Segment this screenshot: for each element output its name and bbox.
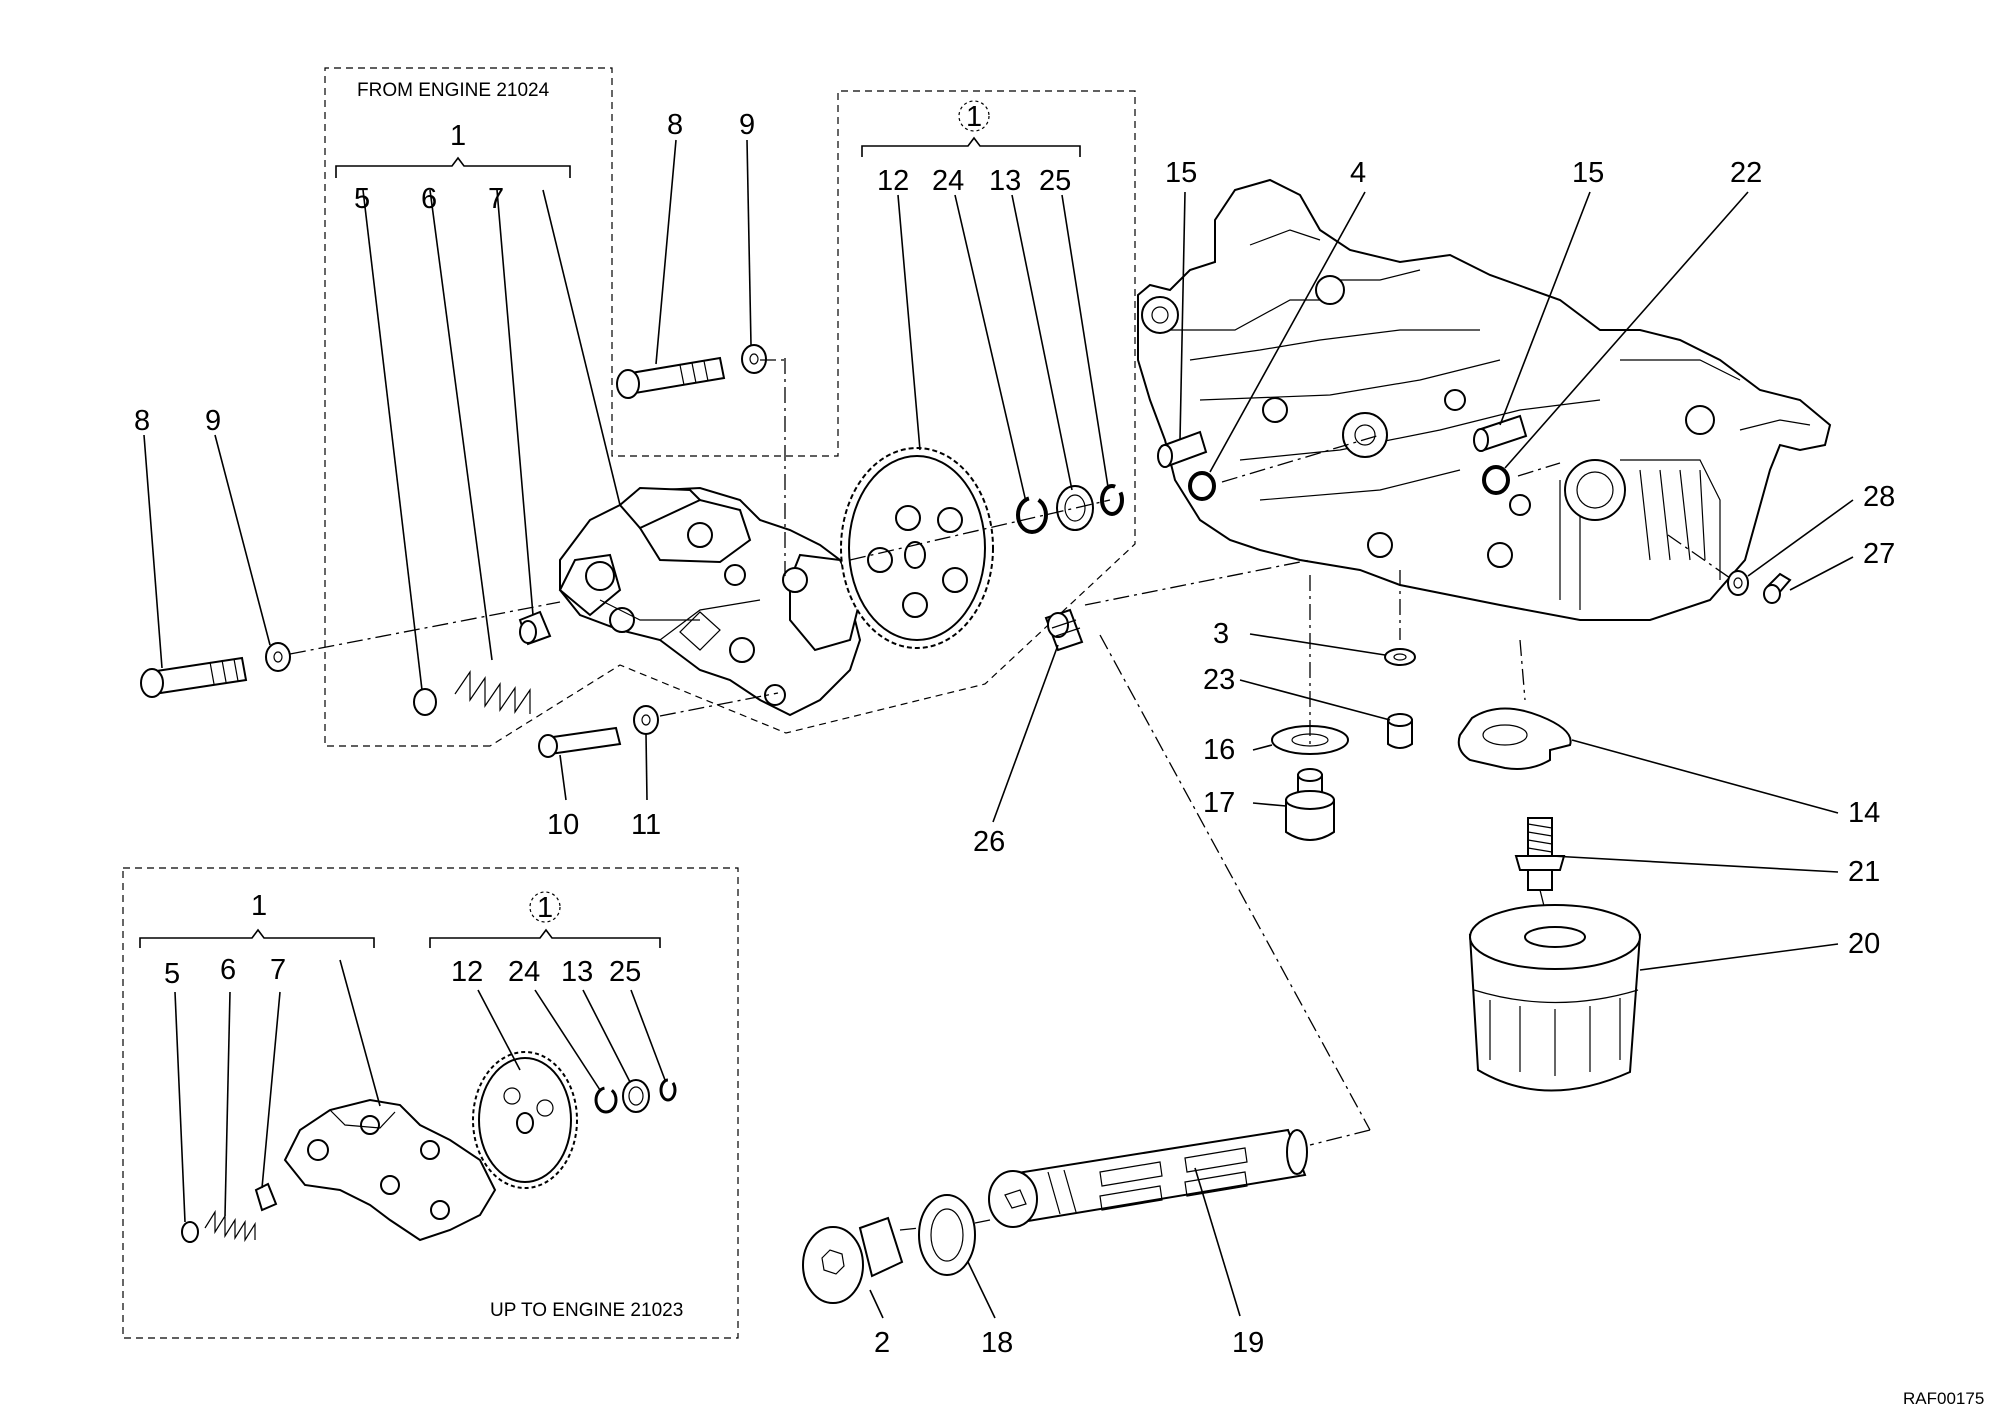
callout-12: 12 (451, 956, 483, 988)
washer-3 (1384, 648, 1416, 666)
plug-17 (1285, 768, 1335, 841)
baffle-14 (1457, 707, 1572, 770)
callout-16: 16 (1203, 734, 1235, 766)
oil-filter-20 (1468, 904, 1642, 1092)
callout-14: 14 (1848, 797, 1880, 829)
screw-23 (1387, 713, 1413, 749)
pump-gear-12 (840, 447, 994, 649)
drain-plug-2 (802, 1216, 904, 1304)
up-to-engine-group-box (122, 867, 739, 1339)
callout-9: 9 (739, 109, 755, 141)
callout-19: 19 (1232, 1327, 1264, 1359)
oring-22 (1482, 465, 1510, 495)
callout-24: 24 (932, 165, 964, 197)
circlip-25-lower (659, 1078, 677, 1102)
washer-28 (1727, 570, 1749, 596)
callout-5: 5 (164, 958, 180, 990)
drawing-reference-code: RAF00175 (1903, 1389, 1984, 1408)
callout-13: 13 (989, 165, 1021, 197)
spring-assembly-upper (413, 610, 552, 716)
plug-27 (1763, 572, 1792, 604)
washer-11 (633, 705, 659, 735)
washer-9-upper (741, 344, 767, 374)
bolt-8-upper (616, 356, 726, 399)
callout-27: 27 (1863, 538, 1895, 570)
callout-21: 21 (1848, 856, 1880, 888)
callout-15: 15 (1165, 157, 1197, 189)
crankcase-housing (1137, 178, 1832, 621)
callout-15: 15 (1572, 157, 1604, 189)
from-engine-caption: FROM ENGINE 21024 (357, 80, 550, 101)
spring-assembly-lower (181, 1182, 278, 1243)
oring-4 (1188, 471, 1216, 501)
callout-13: 13 (561, 956, 593, 988)
callout-18: 18 (981, 1327, 1013, 1359)
callout-11: 11 (631, 809, 661, 841)
callout-6: 6 (421, 183, 437, 215)
washer-16 (1271, 725, 1349, 755)
callout-3: 3 (1213, 618, 1229, 650)
up-to-engine-caption: UP TO ENGINE 21023 (490, 1300, 683, 1321)
bushing-15-right (1473, 414, 1528, 452)
leader-lines (143, 139, 1854, 1319)
assembly-axes (289, 358, 1731, 1231)
callout-25: 25 (1039, 165, 1071, 197)
callout-8: 8 (134, 405, 150, 437)
callout-23: 23 (1203, 664, 1235, 696)
circlip-24 (1016, 496, 1048, 534)
callout-4: 4 (1350, 157, 1366, 189)
kit-number-main: 1 (450, 120, 466, 152)
kit-number-gear-circled: 1 (966, 101, 982, 133)
callout-22: 22 (1730, 157, 1762, 189)
kit-bracket-main-lower: 1 (139, 890, 375, 948)
callout-17: 17 (1203, 787, 1235, 819)
kit-bracket-gear: 1 (861, 100, 1081, 157)
from-engine-group-box (324, 67, 1136, 747)
washer-9-left (265, 642, 291, 672)
kit-bracket-main: 1 (335, 120, 571, 178)
callout-24: 24 (508, 956, 540, 988)
callout-7: 7 (270, 954, 286, 986)
callout-25: 25 (609, 956, 641, 988)
sealing-washer-18 (918, 1194, 976, 1276)
kit-bracket-gear-lower: 1 (429, 891, 661, 948)
callout-6: 6 (220, 954, 236, 986)
pump-gear-12-lower (472, 1051, 578, 1189)
callout-10: 10 (547, 809, 579, 841)
dowel-26 (1044, 608, 1084, 652)
bolt-8-left (140, 656, 248, 698)
oil-pump-body-upper (558, 486, 862, 717)
callout-7: 7 (488, 183, 504, 215)
washer-13 (1056, 485, 1094, 531)
callout-5: 5 (354, 183, 370, 215)
callout-numbers: 5 6 7 8 9 8 9 12 24 13 25 10 11 26 15 4 … (134, 109, 1895, 1359)
callout-26: 26 (973, 826, 1005, 858)
callout-12: 12 (877, 165, 909, 197)
kit-number-gear-lower: 1 (537, 892, 553, 924)
circlip-24-lower (594, 1086, 618, 1114)
oil-strainer-19 (988, 1128, 1308, 1228)
circlip-25 (1100, 484, 1124, 516)
nipple-21 (1514, 817, 1566, 891)
bushing-15-left (1157, 430, 1208, 468)
callout-20: 20 (1848, 928, 1880, 960)
callout-2: 2 (874, 1327, 890, 1359)
oil-pump-body-lower (283, 1098, 497, 1242)
washer-13-lower (622, 1079, 650, 1113)
kit-number-main-lower: 1 (251, 890, 267, 922)
callout-8: 8 (667, 109, 683, 141)
bolt-10 (538, 726, 622, 758)
callout-9: 9 (205, 405, 221, 437)
callout-28: 28 (1863, 481, 1895, 513)
